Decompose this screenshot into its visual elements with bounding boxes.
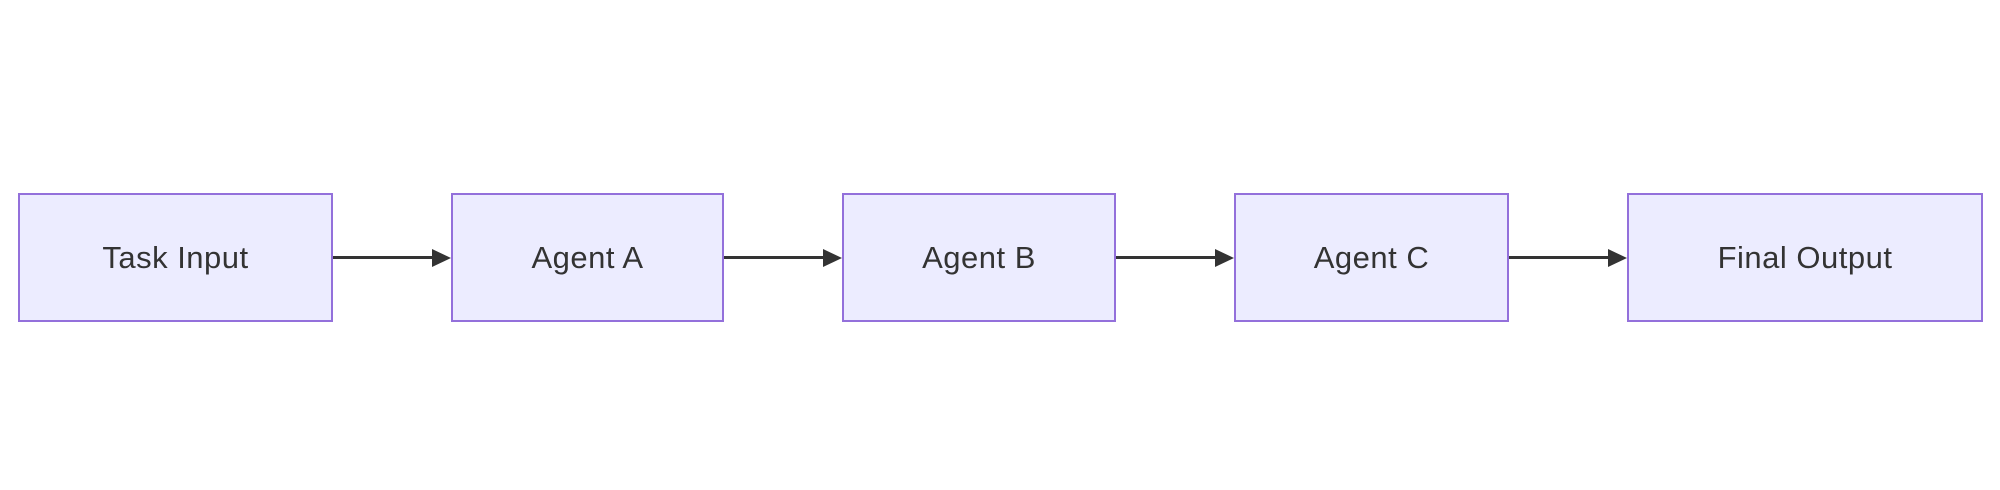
node-agent-a: Agent A: [451, 193, 724, 322]
arrow-head-icon: [1608, 248, 1627, 267]
arrow-head-icon: [1215, 248, 1234, 267]
node-agent-c: Agent C: [1234, 193, 1509, 322]
arrow-line: [724, 256, 823, 259]
edge-task-input-to-agent-a: [333, 248, 451, 267]
edge-agent-b-to-agent-c: [1116, 248, 1234, 267]
arrow-line: [333, 256, 432, 259]
arrow-line: [1116, 256, 1215, 259]
node-agent-b-label: Agent B: [922, 239, 1036, 275]
arrow-line: [1509, 256, 1608, 259]
node-task-input: Task Input: [18, 193, 333, 322]
node-agent-a-label: Agent A: [531, 239, 644, 275]
node-final-output: Final Output: [1627, 193, 1983, 322]
node-agent-c-label: Agent C: [1313, 239, 1430, 275]
node-task-input-label: Task Input: [102, 239, 249, 275]
edge-agent-a-to-agent-b: [724, 248, 842, 267]
edge-agent-c-to-final-output: [1509, 248, 1627, 267]
arrow-head-icon: [823, 248, 842, 267]
node-final-output-label: Final Output: [1717, 239, 1893, 275]
node-agent-b: Agent B: [842, 193, 1116, 322]
arrow-head-icon: [432, 248, 451, 267]
